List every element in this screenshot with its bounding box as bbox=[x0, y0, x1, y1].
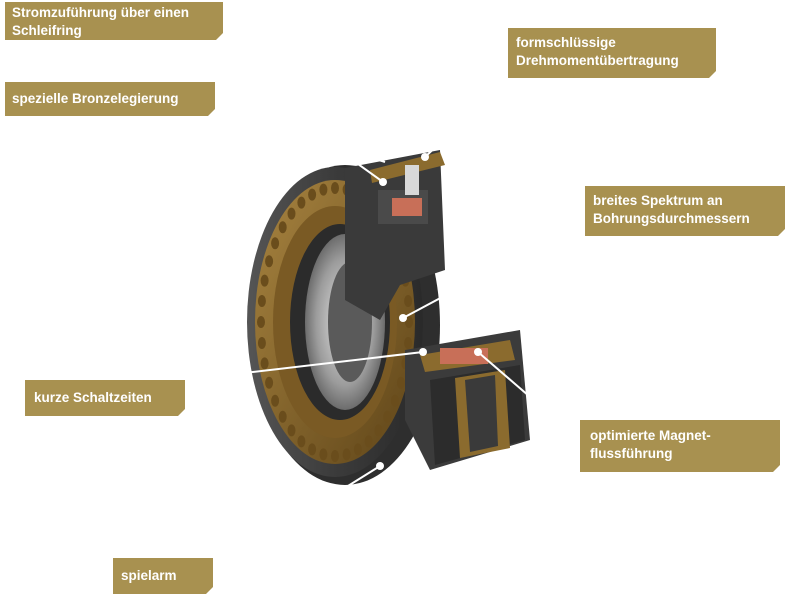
gear-tooth bbox=[374, 424, 383, 437]
pointer-switching bbox=[184, 351, 424, 381]
gear-tooth bbox=[390, 394, 399, 407]
gear-tooth bbox=[396, 376, 405, 389]
label-bore-range: breites Spektrum an Bohrungsdurchmessern bbox=[585, 186, 785, 236]
gear-tooth bbox=[319, 448, 328, 461]
gear-tooth bbox=[265, 255, 274, 268]
gear-tooth bbox=[297, 435, 306, 448]
label-low-backlash: spielarm bbox=[113, 558, 213, 594]
cutaway-lower-section bbox=[405, 330, 530, 470]
gear-tooth bbox=[331, 182, 339, 194]
gear-tooth bbox=[308, 443, 317, 456]
gear-tooth bbox=[405, 316, 413, 328]
gear-tooth bbox=[271, 237, 280, 250]
gear-tooth bbox=[353, 443, 362, 456]
gear-tooth bbox=[257, 295, 266, 307]
gear-tooth bbox=[278, 221, 287, 234]
gear-tooth bbox=[364, 435, 373, 448]
pointer-bronze bbox=[209, 104, 386, 163]
pointer-dots bbox=[376, 153, 482, 470]
gear-tooth bbox=[260, 274, 269, 287]
label-magnet-flux: optimierte Magnet- flussführung bbox=[580, 420, 780, 472]
coil-upper bbox=[392, 198, 422, 216]
gear-tooth bbox=[308, 188, 317, 201]
gear-tooth bbox=[342, 448, 351, 461]
gear-tooth bbox=[383, 410, 392, 423]
pointer-magnet-flux bbox=[477, 351, 581, 441]
gear-tooth bbox=[265, 376, 274, 389]
gear-tooth bbox=[271, 394, 280, 407]
label-form-fit: formschlüssige Drehmomentübertragung bbox=[508, 28, 716, 78]
pointer-bore bbox=[402, 217, 591, 319]
bore bbox=[290, 224, 390, 420]
gear-tooth bbox=[319, 183, 328, 196]
label-slip-ring: Stromzuführung über einen Schleifring bbox=[5, 2, 223, 40]
gear-tooth bbox=[257, 316, 265, 328]
gear-tooth bbox=[278, 410, 287, 423]
gear-tooth bbox=[404, 337, 413, 349]
gear-tooth bbox=[297, 196, 306, 209]
gear-tooth bbox=[287, 424, 296, 437]
pointer-form-fit bbox=[424, 104, 481, 158]
gear-tooth bbox=[257, 337, 266, 349]
gear-tooth bbox=[287, 207, 296, 220]
gear-tooth bbox=[331, 450, 339, 462]
pointer-lines bbox=[184, 89, 591, 573]
label-bronze: spezielle Bronzelegierung bbox=[5, 82, 215, 116]
pointer-low-backlash bbox=[209, 465, 381, 573]
gear-tooth bbox=[404, 295, 413, 307]
pointer-slip-ring bbox=[254, 89, 384, 183]
gear-tooth bbox=[260, 357, 269, 370]
label-switching: kurze Schaltzeiten bbox=[25, 380, 185, 416]
cutaway-upper-section bbox=[345, 150, 445, 320]
